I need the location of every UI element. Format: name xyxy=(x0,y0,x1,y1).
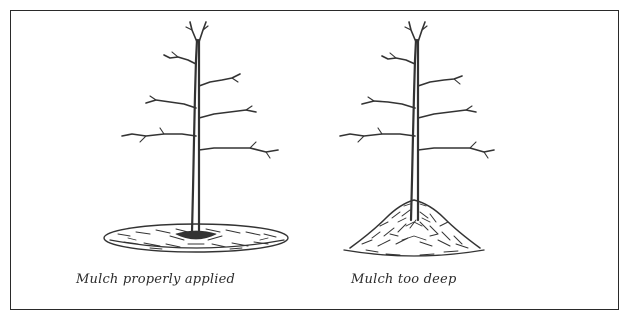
tree-right xyxy=(340,22,494,220)
caption-mulch-properly-applied: Mulch properly applied xyxy=(76,272,235,287)
tree-left xyxy=(122,22,278,232)
mulch-volcano-mound xyxy=(344,200,484,256)
mulch-flat-ring xyxy=(104,224,288,252)
caption-mulch-too-deep: Mulch too deep xyxy=(351,272,456,287)
